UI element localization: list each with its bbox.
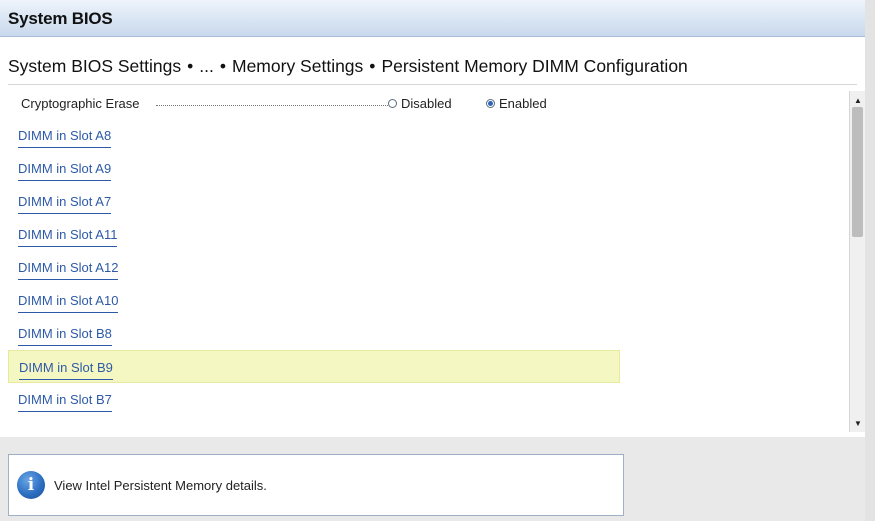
breadcrumb-separator: • [219,56,226,76]
radio-enabled-label[interactable]: Enabled [499,96,547,111]
radio-disabled-label[interactable]: Disabled [401,96,452,111]
dimm-slot-a9[interactable]: DIMM in Slot A9 [8,152,620,185]
vertical-scrollbar[interactable]: ▲ ▼ [849,91,865,432]
window-title: System BIOS [8,9,113,28]
dimm-slot-a11[interactable]: DIMM in Slot A11 [8,218,620,251]
help-footer: i View Intel Persistent Memory details. [0,437,865,521]
dimm-slot-a12[interactable]: DIMM in Slot A12 [8,251,620,284]
leader-dots [156,105,388,106]
scroll-down-icon[interactable]: ▼ [854,418,862,428]
dimm-slot-b9[interactable]: DIMM in Slot B9 [8,350,620,383]
breadcrumb-item-current: Persistent Memory DIMM Configuration [381,56,688,76]
help-text: View Intel Persistent Memory details. [54,478,267,493]
dimm-slot-a8[interactable]: DIMM in Slot A8 [8,119,620,152]
breadcrumb-separator: • [369,56,376,76]
setting-label: Cryptographic Erase [21,96,140,111]
radio-disabled[interactable]: Disabled [388,96,452,111]
dimm-link[interactable]: DIMM in Slot A9 [18,161,112,181]
radio-enabled-circle[interactable] [486,99,495,108]
title-bar: System BIOS [0,0,865,37]
dimm-link[interactable]: DIMM in Slot B8 [18,326,112,346]
breadcrumb-item-ellipsis[interactable]: ... [199,56,214,76]
help-panel: i View Intel Persistent Memory details. [8,454,624,516]
radio-disabled-circle[interactable] [388,99,397,108]
scroll-up-icon[interactable]: ▲ [854,95,862,105]
settings-content: Cryptographic Erase Disabled Enabled DIM… [0,86,848,432]
dimm-link[interactable]: DIMM in Slot A10 [18,293,119,313]
dimm-slot-a10[interactable]: DIMM in Slot A10 [8,284,620,317]
dimm-link[interactable]: DIMM in Slot B9 [19,360,113,380]
radio-enabled[interactable]: Enabled [486,96,547,111]
dimm-slot-a7[interactable]: DIMM in Slot A7 [8,185,620,218]
info-icon: i [17,471,45,499]
breadcrumb-item-memory-settings[interactable]: Memory Settings [232,56,364,76]
window-edge [865,0,875,521]
breadcrumb-separator: • [187,56,194,76]
breadcrumb: System BIOS Settings•...•Memory Settings… [8,56,688,77]
dimm-link[interactable]: DIMM in Slot B7 [18,392,112,412]
breadcrumb-divider [8,84,857,85]
dimm-link[interactable]: DIMM in Slot A11 [18,227,118,247]
dimm-slot-b7[interactable]: DIMM in Slot B7 [8,383,620,416]
dimm-slot-b8[interactable]: DIMM in Slot B8 [8,317,620,350]
breadcrumb-item-bios-settings[interactable]: System BIOS Settings [8,56,182,76]
dimm-link[interactable]: DIMM in Slot A7 [18,194,112,214]
scrollbar-thumb[interactable] [852,107,863,237]
dimm-link[interactable]: DIMM in Slot A8 [18,128,112,148]
dimm-link[interactable]: DIMM in Slot A12 [18,260,119,280]
cryptographic-erase-setting: Cryptographic Erase Disabled Enabled [21,96,581,114]
